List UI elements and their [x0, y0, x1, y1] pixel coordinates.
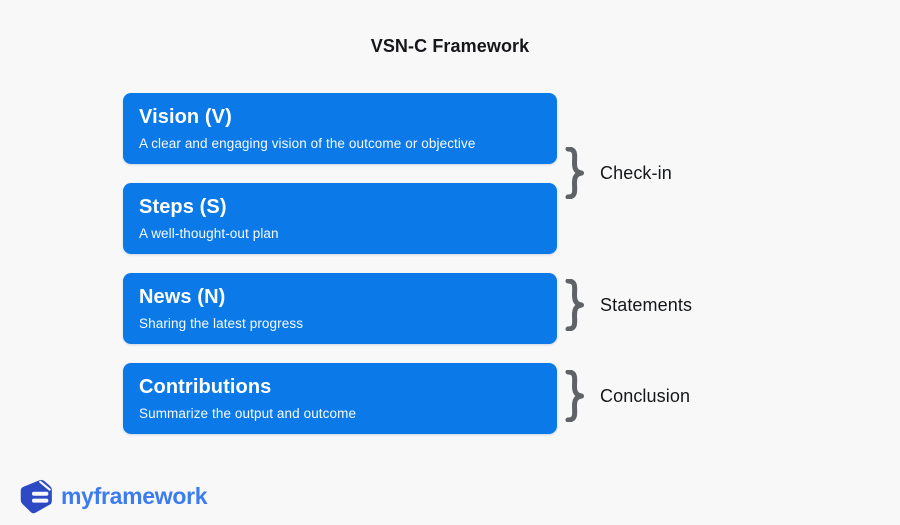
box-heading-steps: Steps (S) [139, 196, 227, 218]
myframework-logo: myframework [16, 476, 208, 517]
box-heading-news: News (N) [139, 286, 226, 308]
framework-box-vision: Vision (V) A clear and engaging vision o… [123, 93, 557, 164]
framework-box-news: News (N) Sharing the latest progress [123, 273, 557, 344]
annotation-label-statements: Statements [600, 294, 693, 315]
box-description-vision: A clear and engaging vision of the outco… [139, 136, 476, 151]
annotation-check-in: Check-in [564, 145, 672, 201]
framework-boxes: Vision (V) A clear and engaging vision o… [123, 93, 557, 434]
annotation-statements: Statements [564, 277, 692, 333]
box-description-steps: A well-thought-out plan [139, 226, 279, 241]
annotation-label-check-in: Check-in [600, 162, 672, 183]
myframework-logo-text: myframework [61, 483, 208, 509]
annotation-label-conclusion: Conclusion [600, 385, 691, 406]
myframework-cube-icon [20, 479, 52, 514]
diagram-title: VSN-C Framework [370, 36, 530, 56]
curly-brace-icon [565, 370, 584, 422]
curly-brace-icon [565, 147, 584, 199]
box-heading-contributions: Contributions [139, 376, 272, 398]
curly-brace-icon [565, 279, 584, 331]
framework-box-contributions: Contributions Summarize the output and o… [123, 363, 557, 434]
box-description-news: Sharing the latest progress [139, 316, 304, 331]
box-heading-vision: Vision (V) [139, 106, 232, 128]
annotation-conclusion: Conclusion [564, 368, 690, 424]
framework-box-steps: Steps (S) A well-thought-out plan [123, 183, 557, 254]
box-description-contributions: Summarize the output and outcome [139, 406, 357, 421]
